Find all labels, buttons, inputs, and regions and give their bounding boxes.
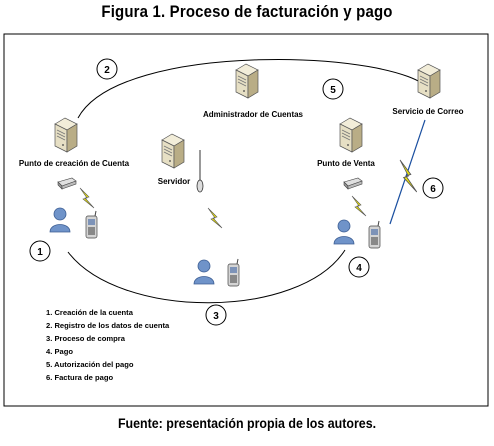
sale-server-icon <box>339 117 363 153</box>
svg-text:2: 2 <box>104 65 110 76</box>
figure-source: Fuente: presentación propia de los autor… <box>117 416 377 431</box>
top-link-line <box>77 59 431 119</box>
figure-title: Figura 1. Proceso de facturación y pago <box>101 2 393 21</box>
phone-icon <box>85 210 98 239</box>
mail-label: Servicio de Correo <box>392 107 463 116</box>
account-router-icon <box>57 177 77 190</box>
lightning-icon <box>207 207 223 229</box>
figure-frame <box>3 33 489 407</box>
svg-text:1: 1 <box>37 247 43 258</box>
phone-icon <box>227 258 240 287</box>
lightning-icon <box>351 195 367 217</box>
step-marker-3: 3 <box>205 304 227 326</box>
step-marker-6: 6 <box>422 177 444 199</box>
legend: 1. Creación de la cuenta 2. Registro de … <box>46 308 170 382</box>
step-marker-5: 5 <box>322 78 344 100</box>
step-marker-2: 2 <box>96 58 118 80</box>
sale-point-label: Punto de Venta <box>317 159 375 168</box>
svg-text:6: 6 <box>430 184 436 195</box>
svg-text:3: 3 <box>213 311 219 322</box>
legend-item: 2. Registro de los datos de cuenta <box>46 321 170 330</box>
antenna-icon <box>196 150 204 193</box>
account-server-icon <box>54 117 78 153</box>
bottom-link-line <box>67 249 346 304</box>
legend-item: 4. Pago <box>46 347 73 356</box>
svg-text:4: 4 <box>356 263 362 274</box>
server-icon <box>161 133 185 169</box>
legend-item: 1. Creación de la cuenta <box>46 308 134 317</box>
account-point-label: Punto de creación de Cuenta <box>19 159 130 168</box>
user-icon <box>333 219 355 245</box>
phone-icon <box>368 220 381 249</box>
sale-router-icon <box>343 177 363 190</box>
svg-text:5: 5 <box>330 85 336 96</box>
step-marker-4: 4 <box>348 256 370 278</box>
lightning-icon <box>79 187 95 209</box>
user-icon <box>193 259 215 285</box>
legend-item: 3. Proceso de compra <box>46 334 126 343</box>
legend-item: 5. Autorización del pago <box>46 360 134 369</box>
mail-server-icon <box>417 63 441 99</box>
server-label: Servidor <box>158 177 190 186</box>
admin-label: Administrador de Cuentas <box>203 110 304 119</box>
legend-item: 6. Factura de pago <box>46 373 113 382</box>
step-marker-1: 1 <box>29 240 51 262</box>
admin-server-icon <box>235 63 259 99</box>
user-icon <box>49 207 71 233</box>
